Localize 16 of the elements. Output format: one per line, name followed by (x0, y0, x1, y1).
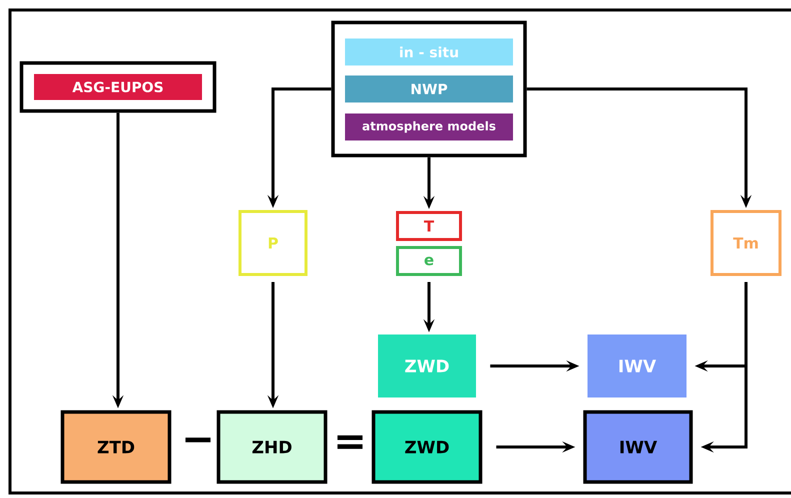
source-bar: NWP (345, 76, 513, 102)
source-box: ASG-EUPOS (20, 61, 216, 113)
quantity-box: IWV (588, 334, 686, 398)
operator-sign: − (185, 438, 210, 442)
quantity-box: IWV (583, 410, 693, 484)
quantity-box: ZTD (60, 410, 172, 484)
operator-sign: = (337, 435, 363, 449)
parameter-box: Tm (710, 210, 782, 276)
source-bar: atmosphere models (345, 114, 513, 140)
parameter-box: e (396, 246, 462, 276)
quantity-box: ZWD (372, 410, 482, 484)
quantity-box: ZHD (216, 410, 328, 484)
source-bar: in - situ (345, 38, 513, 66)
quantity-box: ZWD (378, 334, 476, 398)
parameter-box: T (396, 211, 462, 241)
parameter-box: P (238, 210, 308, 276)
